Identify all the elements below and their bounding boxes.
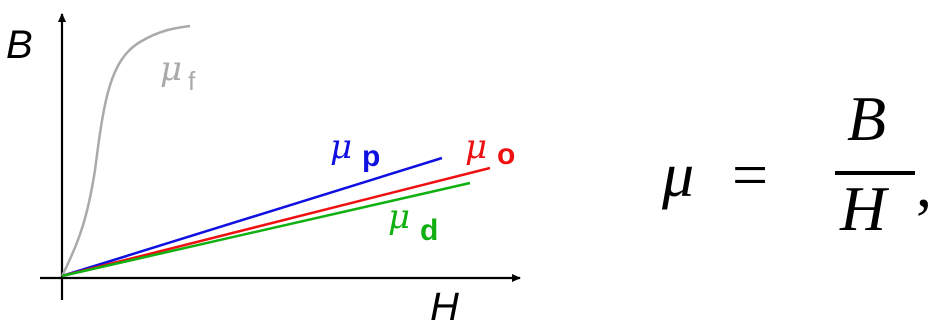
y-axis-label: B [6,23,33,67]
label-mu-o: μ o [465,127,515,171]
label-mu-f-symbol: μ [160,49,182,89]
label-mu-p-symbol: μ [330,127,352,167]
line-mu-o [61,166,491,278]
label-mu-d-subscript: d [420,214,438,247]
equation-comma: , [916,149,932,220]
line-mu-p [61,156,443,278]
label-mu-d: μ d [388,197,438,247]
label-mu-p-subscript: p [362,140,380,173]
label-mu-d-symbol: μ [388,197,410,237]
line-mu-d [61,181,471,278]
equation-denominator: H [839,173,890,244]
curve-mu-f [60,24,191,277]
equation-numerator: B [847,83,886,154]
label-mu-o-subscript: o [497,138,515,171]
permeability-equation: μ = B H , [661,83,932,244]
label-mu-f: μ f [160,49,196,96]
equation-equals: = [732,139,768,210]
label-mu-o-symbol: μ [465,127,487,167]
x-axis-label: H [430,285,459,320]
label-mu-f-subscript: f [188,66,196,96]
equation-lhs: μ [661,139,694,210]
label-mu-p: μ p [330,127,380,173]
